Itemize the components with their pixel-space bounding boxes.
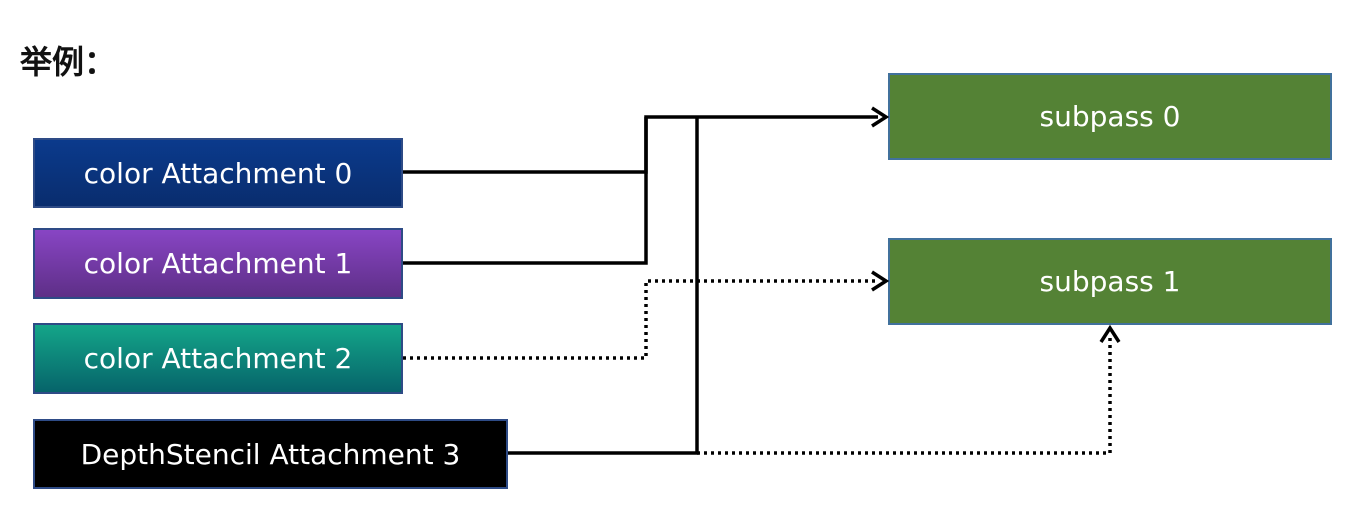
- color-attachment-1-label: color Attachment 1: [83, 247, 353, 280]
- connector-att3-to-subpass1: [697, 335, 1112, 455]
- subpass-0-label: subpass 0: [1039, 100, 1181, 133]
- color-attachment-0-box: color Attachment 0: [33, 138, 403, 208]
- color-attachment-1-box: color Attachment 1: [33, 228, 403, 299]
- subpass-0-box: subpass 0: [888, 73, 1332, 160]
- connector-att0-to-subpass0: [403, 117, 648, 174]
- page-title: 举例：: [20, 43, 117, 81]
- depthstencil-attachment-3-label: DepthStencil Attachment 3: [80, 437, 461, 471]
- color-attachment-2-label: color Attachment 2: [83, 342, 353, 375]
- color-attachment-0-label: color Attachment 0: [83, 156, 353, 190]
- depthstencil-attachment-3-box: DepthStencil Attachment 3: [33, 419, 508, 489]
- subpass-1-box: subpass 1: [888, 238, 1332, 325]
- subpass-1-label: subpass 1: [1039, 265, 1181, 298]
- connector-att3-to-subpass0: [508, 117, 699, 455]
- connector-att2-to-subpass1: [403, 279, 878, 360]
- arrowhead-subpass1-left: [871, 270, 890, 292]
- connector-att1-to-subpass0: [403, 115, 878, 265]
- arrowhead-subpass0: [871, 106, 890, 128]
- color-attachment-2-box: color Attachment 2: [33, 323, 403, 394]
- arrowhead-subpass1-bottom: [1099, 324, 1121, 343]
